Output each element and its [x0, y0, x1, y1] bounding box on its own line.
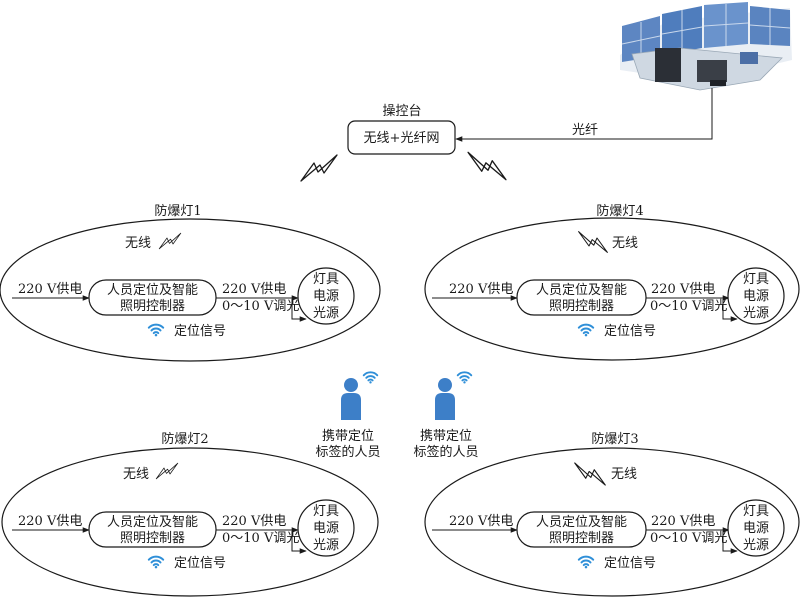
power-out-label: 220 V供电: [222, 514, 286, 529]
lamp-group-1: 防爆灯1 无线 220 V供电 人员定位及智能 照明控制器 220 V供电 0～…: [0, 203, 381, 362]
signal-label: 定位信号: [174, 556, 226, 571]
lamp-line-1: 灯具: [313, 504, 339, 519]
controller-line-2: 照明控制器: [549, 531, 614, 546]
controller-line-2: 照明控制器: [549, 299, 614, 314]
dimming-label: 0～10 V调光: [650, 299, 727, 314]
lightning-bolt-icon: [158, 232, 182, 250]
power-out-label: 220 V供电: [651, 514, 715, 529]
lightning-bolt-icon: [467, 151, 507, 181]
lamp-title: 防爆灯1: [154, 203, 201, 219]
controller-line-1: 人员定位及智能: [536, 283, 627, 298]
wireless-label: 无线: [125, 236, 151, 251]
lamp-line-2: 电源: [743, 289, 769, 304]
signal-label: 定位信号: [604, 324, 656, 339]
lamp-title: 防爆灯2: [161, 431, 208, 447]
console-box: [347, 120, 456, 155]
person-label-line-2: 标签的人员: [315, 444, 380, 460]
lamp-line-2: 电源: [743, 521, 769, 536]
dimming-label: 0～10 V调光: [222, 531, 299, 546]
controller-line-1: 人员定位及智能: [536, 515, 627, 530]
lamp-title: 防爆灯3: [591, 431, 638, 447]
wifi-icon: [577, 555, 595, 569]
person-icon: [435, 378, 455, 420]
wireless-label: 无线: [123, 467, 149, 482]
control-room-icon: [620, 2, 792, 91]
console-box-label: 无线+光纤网: [364, 131, 440, 146]
wifi-icon: [456, 371, 473, 384]
lamp-boundary: [424, 217, 800, 361]
lightning-bolt-icon: [155, 462, 179, 480]
wifi-icon: [147, 323, 165, 337]
lamp-circle: [727, 267, 785, 325]
power-in-label: 220 V供电: [18, 282, 82, 297]
wifi-icon: [577, 323, 595, 337]
person-label-line-2: 标签的人员: [413, 444, 478, 460]
controller-line-1: 人员定位及智能: [107, 283, 198, 298]
lamp-group-3: 防爆灯3 无线 220 V供电 人员定位及智能 照明控制器 220 V供电 0～…: [424, 431, 800, 597]
signal-label: 定位信号: [174, 324, 226, 339]
controller-line-2: 照明控制器: [120, 299, 185, 314]
wireless-label: 无线: [611, 467, 637, 482]
person-label-line-1: 携带定位: [420, 428, 472, 444]
fiber-label: 光纤: [572, 123, 598, 138]
wifi-icon: [362, 371, 379, 384]
lightning-bolt-icon: [578, 231, 608, 253]
lamp-boundary: [1, 447, 379, 597]
lamp-line-1: 灯具: [743, 504, 769, 519]
dimming-arrow: [291, 531, 307, 554]
lamp-group-4: 防爆灯4 无线 220 V供电 人员定位及智能 照明控制器 220 V供电 0～…: [424, 203, 800, 361]
power-in-label: 220 V供电: [449, 514, 513, 529]
lamp-line-3: 光源: [743, 538, 769, 553]
power-out-label: 220 V供电: [222, 282, 286, 297]
lamp-circle: [297, 267, 355, 325]
lightning-bolt-icon: [300, 154, 338, 182]
lamp-circle: [727, 499, 785, 557]
power-out-label: 220 V供电: [651, 282, 715, 297]
lamp-line-1: 灯具: [313, 272, 339, 287]
power-in-label: 220 V供电: [449, 282, 513, 297]
lamp-circle: [297, 499, 355, 557]
lamp-boundary: [0, 218, 381, 362]
lightning-bolt-icon: [574, 462, 606, 486]
person-right: 携带定位 标签的人员: [413, 371, 479, 460]
dimming-label: 0～10 V调光: [650, 531, 727, 546]
dimming-label: 0～10 V调光: [222, 299, 299, 314]
wireless-label: 无线: [612, 236, 638, 251]
controller-line-2: 照明控制器: [120, 531, 185, 546]
dimming-arrow: [722, 299, 738, 322]
lamp-line-2: 电源: [313, 521, 339, 536]
fiber-link: [455, 88, 713, 142]
lamp-title: 防爆灯4: [596, 203, 643, 219]
dimming-arrow: [722, 531, 738, 554]
lamp-line-3: 光源: [743, 306, 769, 321]
lamp-line-1: 灯具: [743, 272, 769, 287]
controller-line-1: 人员定位及智能: [107, 515, 198, 530]
signal-label: 定位信号: [604, 556, 656, 571]
lamp-group-2: 防爆灯2 无线 220 V供电 人员定位及智能 照明控制器 220 V供电 0～…: [1, 431, 379, 597]
wifi-icon: [147, 555, 165, 569]
lamp-groups: 防爆灯1 无线 220 V供电 人员定位及智能 照明控制器 220 V供电 0～…: [0, 203, 800, 597]
person-left: 携带定位 标签的人员: [315, 371, 381, 460]
power-in-label: 220 V供电: [18, 514, 82, 529]
dimming-arrow: [291, 299, 307, 322]
person-label-line-1: 携带定位: [322, 428, 374, 444]
person-icon: [341, 378, 361, 420]
lamp-line-3: 光源: [313, 306, 339, 321]
lamp-boundary: [424, 447, 800, 597]
lamp-line-3: 光源: [313, 538, 339, 553]
lamp-line-2: 电源: [313, 289, 339, 304]
console-title: 操控台: [382, 103, 421, 119]
